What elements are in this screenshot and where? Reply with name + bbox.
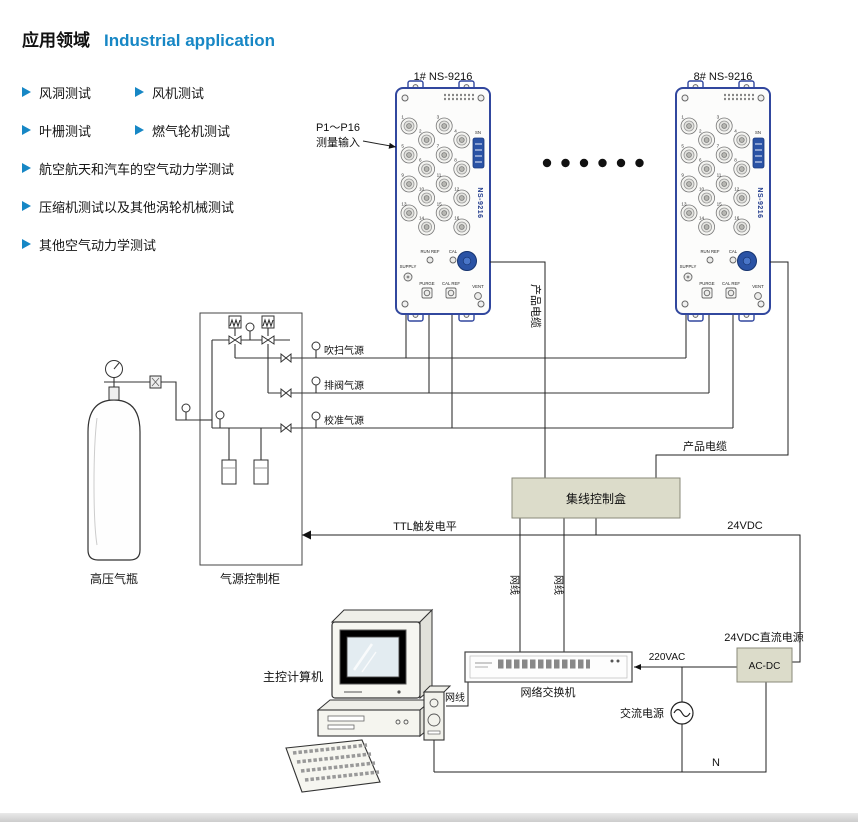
- pressure-regulator-icon: [261, 315, 275, 345]
- scanner-unit-8: [674, 79, 772, 323]
- footer-strip: [0, 813, 858, 822]
- label-purge-gas: 吹扫气源: [324, 344, 364, 357]
- bullet-label: 风洞测试: [39, 85, 92, 101]
- ac-source-symbol: 交流电源: [620, 701, 694, 725]
- bullet-row: 风洞测试 风机测试: [22, 84, 234, 101]
- page-header: 应用领域 Industrial application: [22, 26, 275, 51]
- label-220vac: 220VAC: [649, 652, 686, 663]
- hub-control-box: 集线控制盒: [511, 477, 681, 519]
- bullet-row: 航空航天和汽车的空气动力学测试: [22, 160, 235, 177]
- acdc-converter: 24VDC直流电源 AC-DC: [724, 630, 804, 683]
- list-item: 燃气轮机测试: [135, 122, 231, 139]
- pressure-gauge-icon: [311, 341, 321, 351]
- list-item: 其他空气动力学测试: [22, 236, 157, 253]
- label-product-cable-right: 产品电缆: [683, 439, 727, 453]
- bullet-arrow-icon: [135, 125, 144, 135]
- bullet-row: 其他空气动力学测试: [22, 236, 234, 253]
- label-neutral: N: [712, 757, 720, 769]
- bullet-label: 风机测试: [152, 85, 205, 101]
- bullet-label: 压缩机测试以及其他涡轮机械测试: [39, 199, 235, 215]
- sine-wave-icon: [673, 708, 691, 718]
- label-gas-cabinet: 气源控制柜: [220, 571, 280, 586]
- label-dc-supply: 24VDC直流电源: [724, 630, 803, 644]
- label-net-right: 网线: [552, 575, 565, 595]
- bullet-arrow-icon: [22, 87, 31, 97]
- bullet-arrow-icon: [22, 125, 31, 135]
- gas-supply-lines: 吹扫气源 排阀气源 校准气源: [302, 236, 734, 429]
- gas-control-cabinet: 气源控制柜: [199, 312, 303, 586]
- unit1-title: 1# NS-9216: [414, 71, 473, 83]
- p-input-label-1: P1～P16: [316, 122, 360, 134]
- list-item: 风洞测试: [22, 84, 135, 101]
- bullet-arrow-icon: [22, 163, 31, 173]
- bullet-arrow-icon: [22, 201, 31, 211]
- speaker-tower: [422, 685, 452, 741]
- bullet-row: 压缩机测试以及其他涡轮机械测试: [22, 198, 235, 215]
- system-unit: [316, 698, 434, 738]
- label-net-left: 网线: [508, 575, 521, 595]
- p-input-arrow: [362, 140, 397, 149]
- label-valve-gas: 排阀气源: [324, 379, 364, 392]
- list-item: 风机测试: [135, 84, 205, 101]
- filter-icon: [253, 459, 269, 485]
- bullet-label: 航空航天和汽车的空气动力学测试: [39, 161, 235, 177]
- bullet-label: 其他空气动力学测试: [39, 237, 157, 253]
- bullet-row: 叶栅测试 燃气轮机测试: [22, 122, 234, 139]
- bullet-label: 燃气轮机测试: [152, 123, 231, 139]
- unit8-title: 8# NS-9216: [694, 71, 753, 83]
- pressure-gauge-icon: [311, 376, 321, 386]
- monitor: [330, 608, 434, 700]
- bullet-arrow-icon: [22, 239, 31, 249]
- bullet-arrow-icon: [135, 87, 144, 97]
- label-switch: 网络交换机: [521, 685, 576, 699]
- p-input-label-2: 测量输入: [316, 135, 360, 149]
- list-item: 压缩机测试以及其他涡轮机械测试: [22, 198, 235, 215]
- page-title-en: Industrial application: [104, 31, 275, 50]
- pressure-gauge-icon: [245, 322, 255, 332]
- label-acdc: AC-DC: [749, 661, 781, 672]
- label-ac-source: 交流电源: [620, 706, 664, 720]
- valve-icon: [280, 352, 292, 434]
- label-24vdc: 24VDC: [727, 520, 763, 532]
- pressure-gauge-icon: [181, 403, 191, 413]
- ttl-arrowhead: [302, 530, 311, 540]
- keyboard: [285, 739, 381, 793]
- list-item: 航空航天和汽车的空气动力学测试: [22, 160, 235, 177]
- label-cal-gas: 校准气源: [324, 414, 364, 427]
- page-title-cn: 应用领域: [22, 31, 90, 50]
- label-gas-cylinder: 高压气瓶: [90, 571, 138, 586]
- scanner-unit-1: [394, 79, 492, 323]
- list-item: 叶栅测试: [22, 122, 135, 139]
- filter-icon: [221, 459, 237, 485]
- label-net-pc: 网线: [445, 691, 465, 704]
- continuation-dots: [542, 158, 644, 168]
- cable-routing: [302, 261, 801, 773]
- label-ttl: TTL触发电平: [393, 519, 457, 533]
- pressure-gauge-icon: [311, 411, 321, 421]
- pressure-regulator-icon: [228, 315, 242, 345]
- network-switch: 网络交换机: [464, 651, 633, 699]
- desktop-computer: 主控计算机: [263, 608, 452, 793]
- application-list: 风洞测试 风机测试 叶栅测试 燃气轮机测试 航空航天和汽车的空气动力学测试 压缩…: [22, 84, 234, 274]
- label-computer: 主控计算机: [263, 669, 323, 684]
- bullet-label: 叶栅测试: [39, 123, 92, 139]
- label-product-cable-left: 产品电缆: [529, 284, 543, 328]
- pressure-gauge-icon: [215, 410, 225, 420]
- gas-cylinder: 高压气瓶: [87, 360, 200, 586]
- label-hub-box: 集线控制盒: [566, 491, 626, 506]
